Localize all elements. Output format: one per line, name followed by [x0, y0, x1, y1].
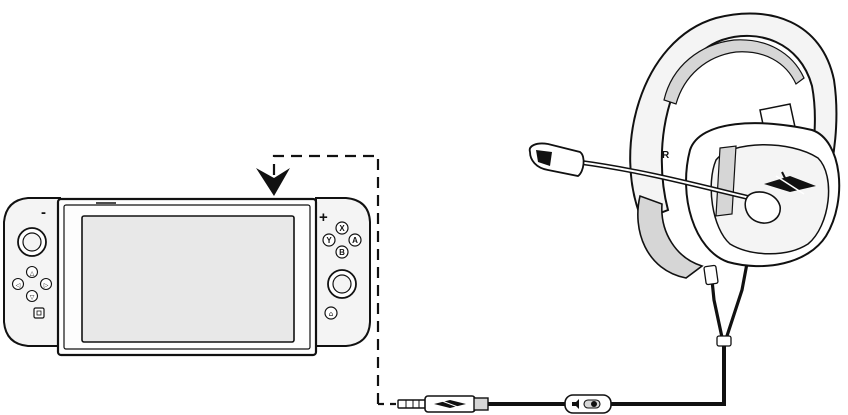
y-button: Y — [326, 236, 332, 245]
microphone-mount — [745, 192, 780, 223]
b-button: B — [339, 248, 345, 257]
x-button: X — [339, 224, 345, 233]
ear-cup-trim — [716, 146, 736, 216]
side-indicator: R — [662, 150, 670, 161]
a-button: A — [352, 236, 358, 245]
dpad-up-icon: △ — [30, 270, 35, 277]
headset-cable — [398, 245, 757, 413]
headset: R — [530, 13, 840, 278]
audio-plug-tip — [398, 400, 426, 408]
cable-connector-left — [704, 265, 718, 284]
dpad-left-icon: ◁ — [16, 282, 21, 289]
cable-split-left — [712, 280, 723, 342]
plug-strain-relief — [474, 398, 488, 410]
cable-segment — [611, 340, 724, 404]
dpad-right-icon: ▷ — [44, 282, 49, 289]
minus-button: - — [41, 204, 46, 221]
capture-button — [34, 308, 44, 318]
console-screen — [82, 216, 294, 342]
dpad-down-icon: ▽ — [30, 294, 35, 301]
left-stick-cap — [23, 233, 41, 251]
cable-splitter — [717, 336, 731, 346]
right-stick-cap — [333, 275, 351, 293]
game-console: - + △ ◁ ▷ ▽ X Y A B — [4, 198, 370, 355]
plus-button: + — [319, 209, 328, 226]
cable-split-right — [725, 258, 748, 342]
home-icon: ⌂ — [329, 310, 333, 318]
